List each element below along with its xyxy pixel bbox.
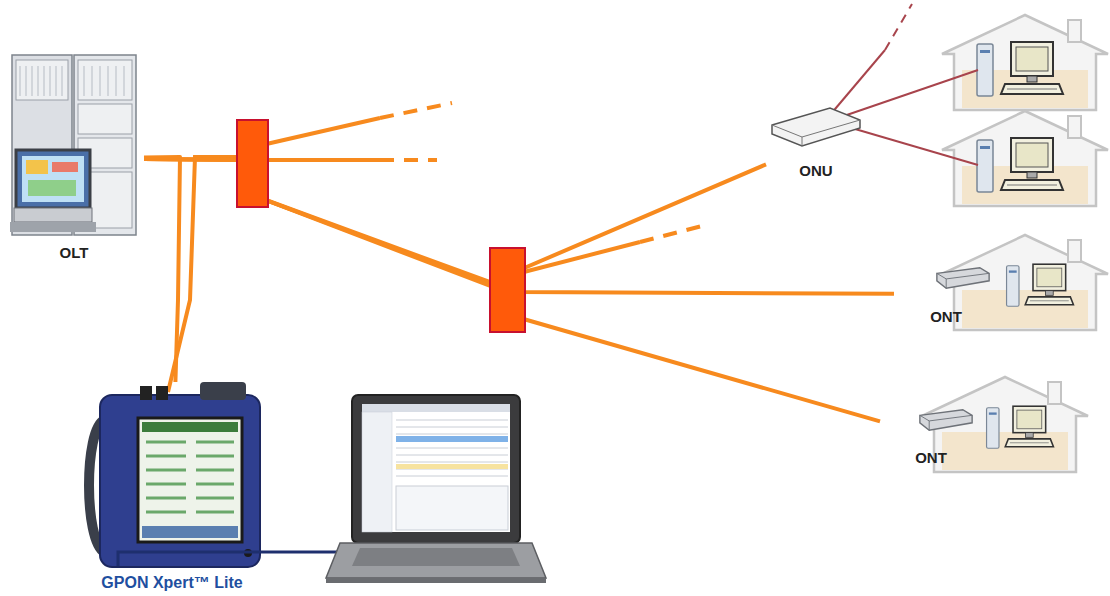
ont-node: ONT xyxy=(894,262,998,326)
ont-node: ONT xyxy=(880,405,982,467)
tester-node: GPON Xpert™ Lite xyxy=(70,382,274,592)
splitter-box xyxy=(490,248,525,332)
olt-node: OLT xyxy=(4,55,144,262)
onu-node: ONU xyxy=(766,106,866,180)
device-label: ONU xyxy=(766,162,866,180)
device-label: ONT xyxy=(894,308,998,326)
device-label: GPON Xpert™ Lite xyxy=(70,574,274,592)
splitter-box xyxy=(237,120,268,207)
fiber-connector xyxy=(144,157,180,382)
device-label: OLT xyxy=(4,244,144,262)
device-label: ONT xyxy=(880,449,982,467)
